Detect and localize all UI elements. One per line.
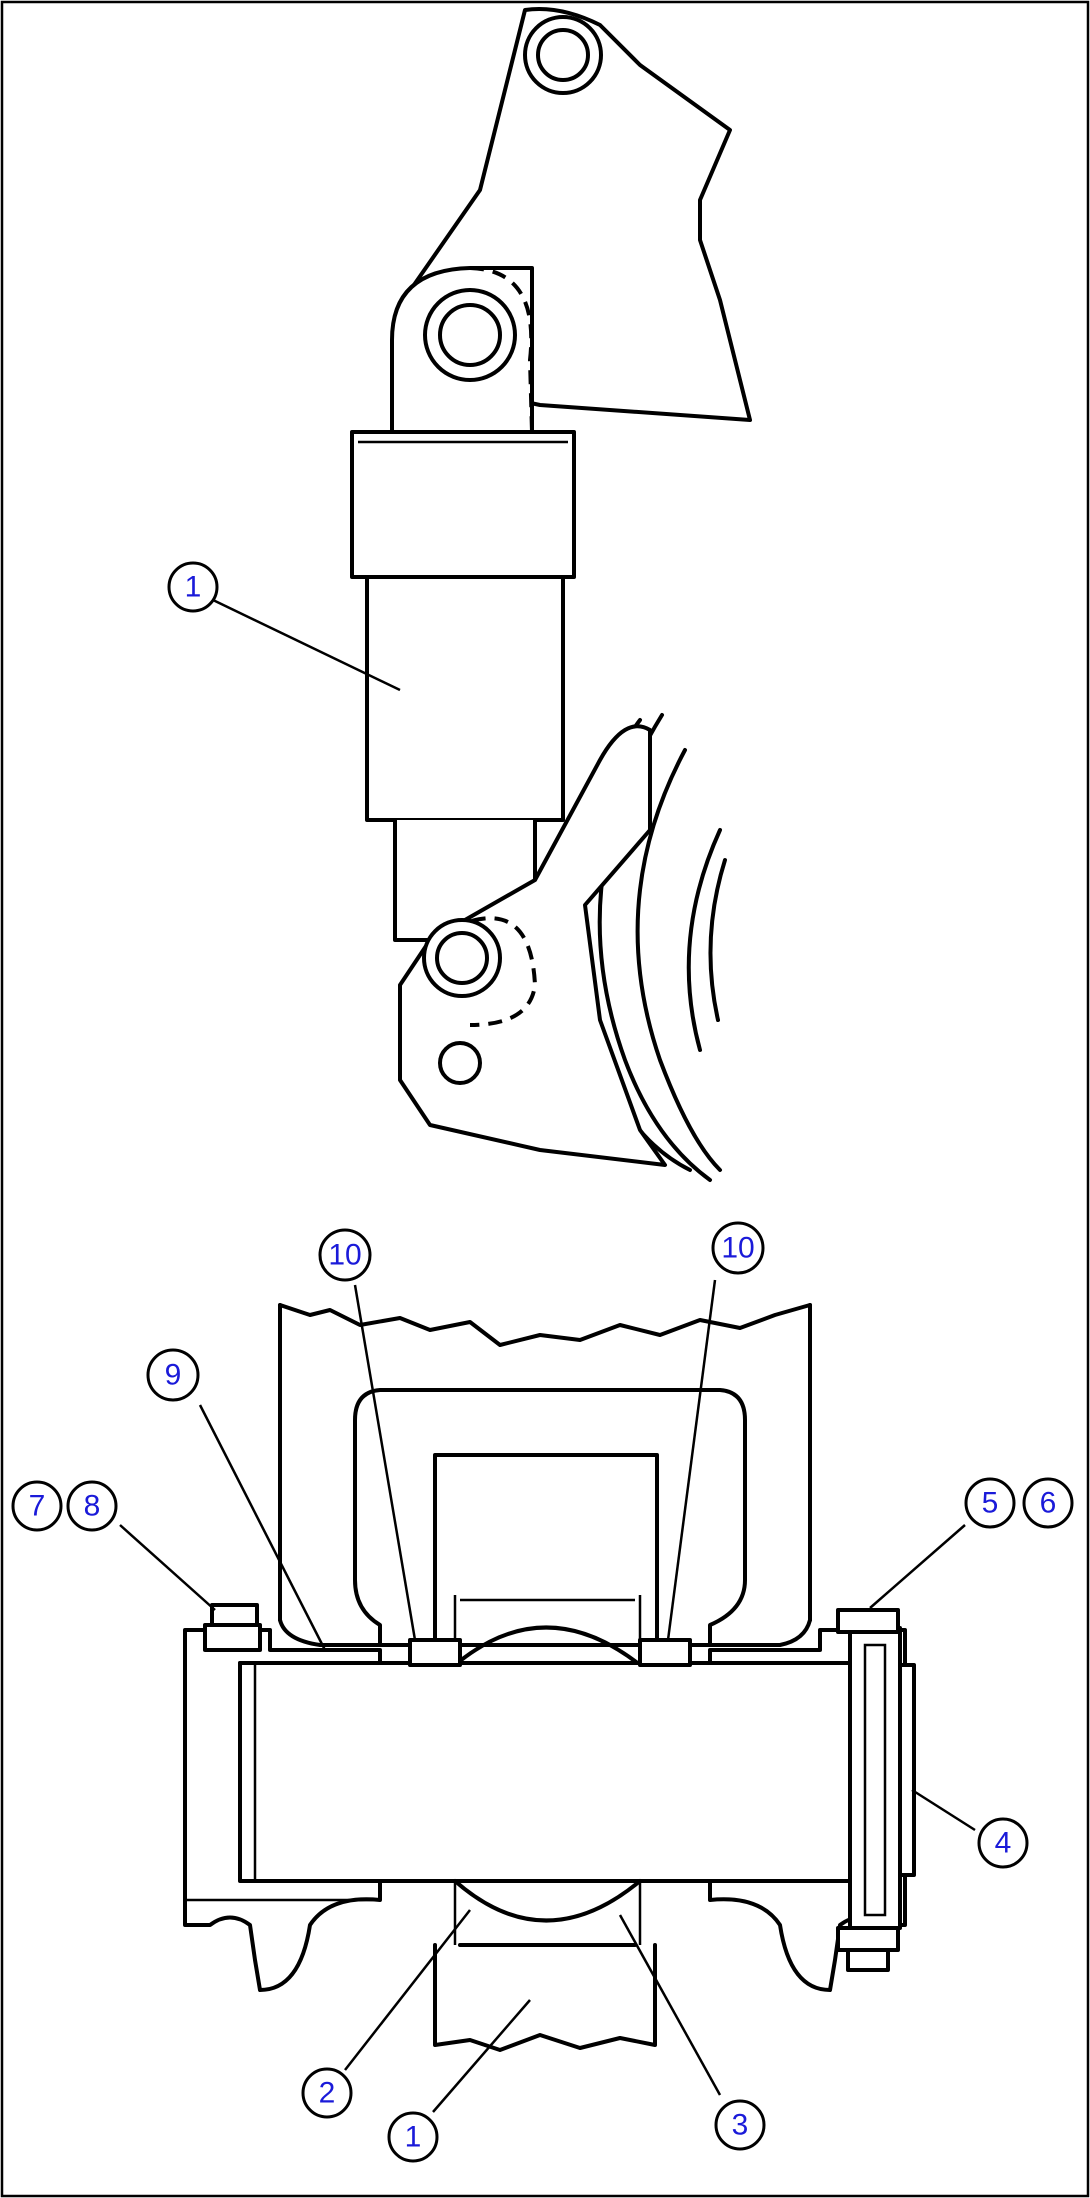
end-plate-boss (898, 1663, 916, 1877)
lower-bracket-hole (438, 1041, 482, 1085)
leader-10-left (353, 1284, 417, 1641)
svg-text:8: 8 (84, 1490, 101, 1523)
callout-9: 9 (146, 1348, 200, 1402)
svg-text:7: 7 (29, 1490, 46, 1523)
svg-text:1: 1 (185, 571, 202, 604)
cylinder-body (365, 575, 565, 822)
svg-text:10: 10 (328, 1239, 361, 1272)
svg-text:1: 1 (405, 2121, 422, 2154)
svg-text:6: 6 (1040, 1487, 1057, 1520)
upper-eye-hidden-line (469, 266, 534, 433)
callout-1-bottom: 1 (387, 2111, 439, 2163)
leader-7-8 (119, 1524, 216, 1611)
callout-10-right: 10 (711, 1221, 765, 1275)
callout-4: 4 (977, 1817, 1029, 1869)
svg-text:9: 9 (165, 1359, 182, 1392)
yoke-window (433, 1453, 659, 1647)
frame-break-line (278, 1303, 812, 1347)
leader-1-bottom (432, 1999, 531, 2113)
right-bolt-bottom (836, 1926, 900, 1952)
callouts: 1 10 10 9 7 8 5 6 (11, 561, 1074, 2163)
bearing-top-arc (453, 1625, 642, 1667)
main-pin (238, 1661, 852, 1883)
lower-eye-hidden-line (428, 916, 538, 1027)
upper-pin-inner (438, 303, 502, 367)
bottom-assembly (183, 1303, 916, 2052)
top-pin-inner (536, 28, 590, 82)
callout-5: 5 (964, 1477, 1016, 1529)
leader-lines (119, 598, 976, 2113)
svg-text:4: 4 (995, 1827, 1012, 1860)
leader-1-top (212, 598, 401, 692)
frame-right-shoulder (708, 1618, 812, 1647)
leader-3 (618, 1914, 722, 2096)
svg-text:3: 3 (732, 2109, 749, 2142)
cylinder-collar (350, 430, 576, 579)
lower-rod-section (433, 1943, 657, 2052)
top-assembly (350, 7, 752, 1182)
svg-text:2: 2 (319, 2077, 336, 2110)
bearing-bottom-arc (453, 1879, 642, 1923)
left-bolt-washer (203, 1623, 262, 1652)
leader-10-right (666, 1279, 717, 1641)
callout-7: 7 (11, 1480, 63, 1532)
left-bolt-head (210, 1603, 259, 1627)
callout-2: 2 (301, 2067, 353, 2119)
idler-arc-3 (635, 748, 722, 1172)
right-bolt-top (836, 1608, 900, 1634)
end-plate-edge (863, 1643, 887, 1917)
callout-10-left: 10 (318, 1228, 372, 1282)
callout-6: 6 (1022, 1477, 1074, 1529)
leader-4 (911, 1788, 976, 1832)
svg-text:5: 5 (982, 1487, 999, 1520)
idler-arc-4 (686, 828, 722, 1052)
end-plate (848, 1626, 902, 1930)
callout-3: 3 (714, 2099, 766, 2151)
bushing-left (408, 1638, 462, 1667)
frame-left-shoulder (278, 1618, 382, 1647)
idler-arc-5 (708, 858, 727, 1022)
right-bolt-nut (846, 1948, 890, 1972)
leader-9 (198, 1404, 327, 1651)
callout-8: 8 (66, 1480, 118, 1532)
bushing-right (638, 1638, 692, 1667)
leader-2 (344, 1909, 471, 2071)
svg-text:10: 10 (721, 1232, 754, 1265)
leader-5-6 (869, 1524, 966, 1609)
callout-1-top: 1 (167, 561, 219, 613)
lower-pin-inner (435, 931, 489, 985)
